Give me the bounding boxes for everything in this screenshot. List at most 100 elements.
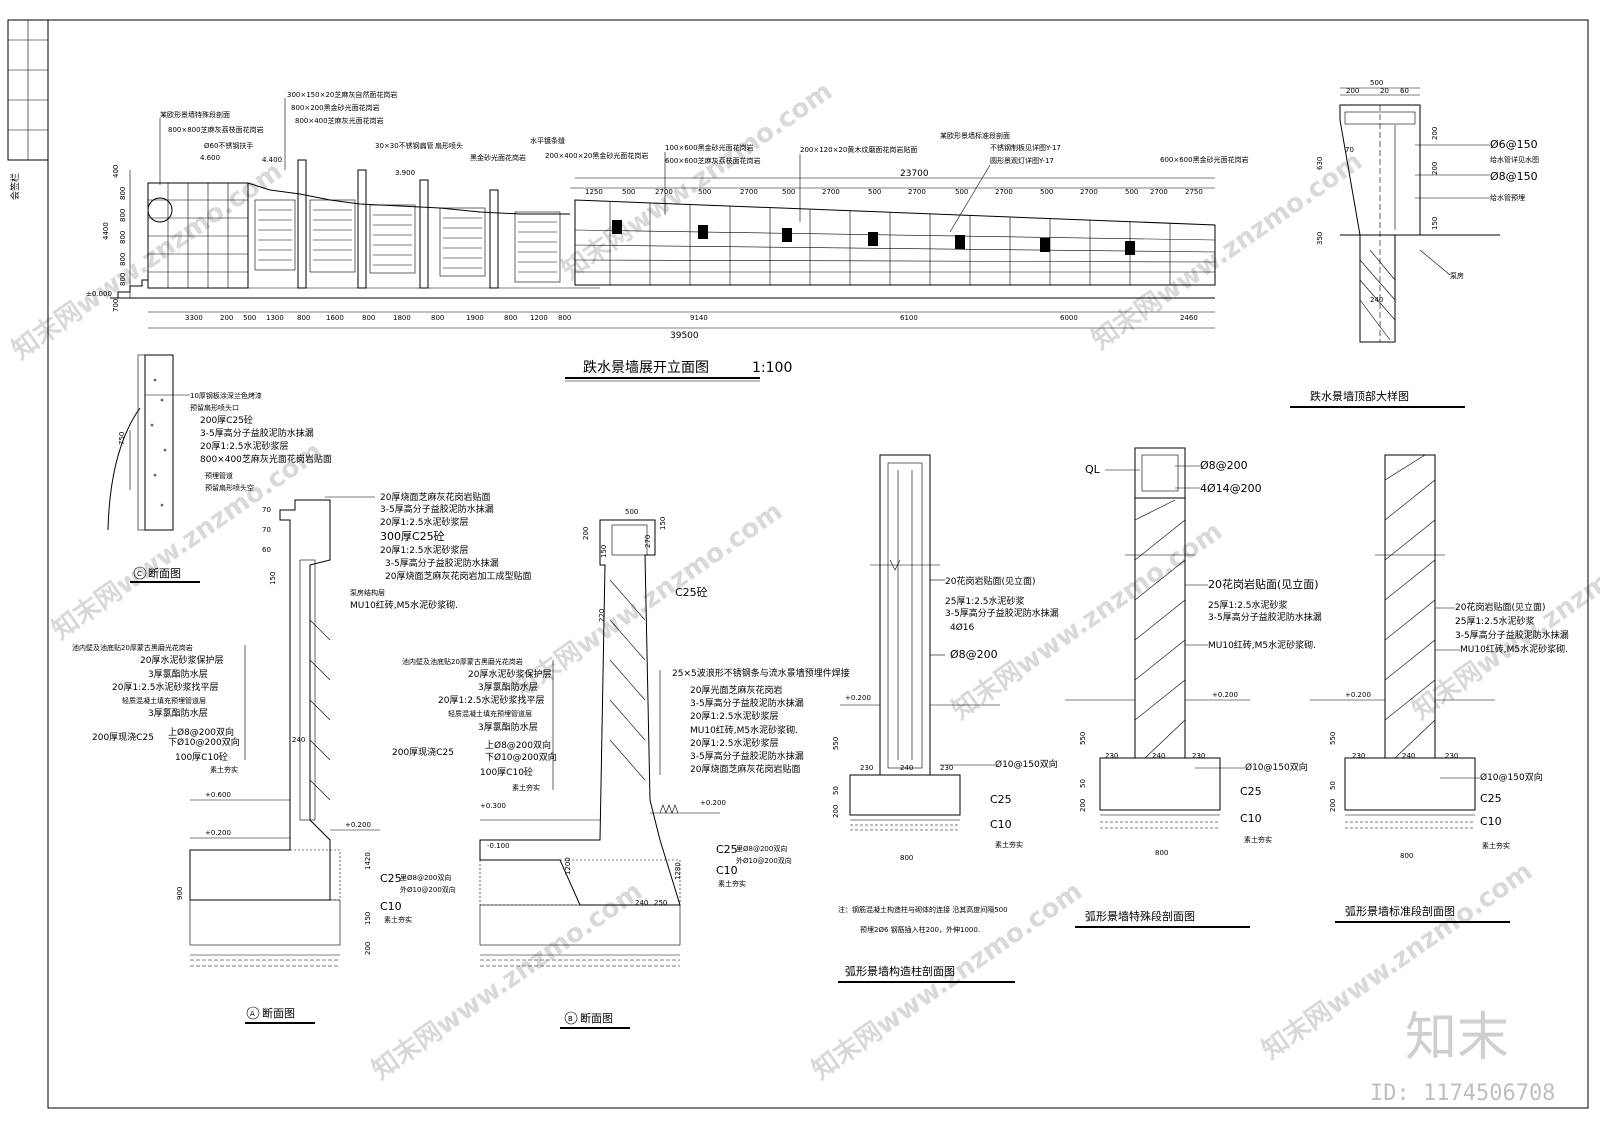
dim-label: 500 — [243, 314, 256, 322]
dim-label: 800 — [558, 314, 571, 322]
standard-section-drawing: 20花岗岩贴面(见立面) 25厚1:2.5水泥砂浆 3-5厚高分子益胶泥防水抹漏… — [1310, 454, 1569, 923]
section-a-title: 断面图 — [262, 1006, 295, 1020]
note: 下Ø10@200双向 — [168, 736, 240, 748]
dim-label: 50 — [1079, 779, 1087, 788]
elevation-title: 跌水景墙展开立面图 — [583, 360, 709, 376]
note: 20厚水泥砂浆保护层 — [468, 668, 551, 680]
note: 3厚氯酯防水层 — [148, 668, 208, 680]
dim-label: 60 — [1400, 87, 1409, 95]
note: C10 — [380, 900, 402, 913]
note: 20厚1:2.5水泥砂浆找平层 — [438, 694, 545, 706]
dim-label: 400 — [112, 165, 120, 178]
standard-section-notes: 20花岗岩贴面(见立面) 25厚1:2.5水泥砂浆 3-5厚高分子益胶泥防水抹漏… — [1435, 601, 1569, 850]
note: 素土夯实 — [995, 840, 1023, 849]
dim-label: 1250 — [585, 188, 603, 196]
dim-label: 230 — [940, 764, 953, 772]
section-c-title: 断面图 — [148, 566, 181, 580]
elevation-notes-right: 100×600黑金砂光面花岗岩 600×600芝麻灰荔枝面花岗岩 200×120… — [664, 131, 1249, 233]
section-c-drawing: 750 10厚钢板涂深兰色烤漆 预留扇形喷头口 200厚C25砼 3-5厚高分子… — [107, 354, 332, 583]
dim-label: 800 — [504, 314, 517, 322]
section-b-notes-left: 池内壁及池底贴20厚蒙古黑磨光花岗岩 20厚水泥砂浆保护层 3厚氯酯防水层 20… — [392, 657, 557, 792]
note: 给水管详见水图 — [1490, 155, 1539, 164]
dim-label: 2700 — [1150, 188, 1168, 196]
note: 里Ø8@200双向 — [736, 844, 787, 853]
dim-label: 500 — [782, 188, 795, 196]
note: 轻质混凝土填充预埋管道层 — [448, 709, 532, 718]
note: 100厚C10砼 — [480, 766, 533, 778]
watermark-layer: 知末网www.znzmo.com 知末网www.znzmo.com 知末网www… — [7, 76, 1600, 1085]
special-section-notes: 20花岗岩贴面(见立面) 25厚1:2.5水泥砂浆 3-5厚高分子益胶泥防水抹漏… — [1185, 577, 1322, 844]
note: 下Ø10@200双向 — [485, 751, 557, 763]
note: Ø8@150 — [1490, 170, 1538, 183]
note: Ø8@200 — [950, 648, 998, 661]
note: 泵房结构层 — [350, 588, 385, 597]
dim-label: 150 — [1431, 217, 1439, 230]
dim-label: 500 — [1370, 79, 1383, 87]
dim-label: 500 — [1040, 188, 1053, 196]
note: 4Ø16 — [950, 622, 975, 633]
elevation-bottom-dims: 3300 200 500 1300 800 1600 800 1800 800 … — [185, 314, 1198, 341]
section-b-drawing: C25砼 25×5波浪形不锈钢条与流水景墙预埋件焊接 20厚光面芝麻灰花岗岩 3… — [392, 508, 850, 1029]
note: 给水管预埋 — [1490, 193, 1525, 202]
watermark-logo: 知末 — [1405, 1008, 1509, 1068]
special-section-title: 弧形景墙特殊段剖面图 — [1085, 909, 1195, 923]
dim-label: 800 — [119, 209, 127, 222]
watermark-text: 知末网www.znzmo.com — [47, 436, 328, 645]
note: 30×30不锈钢扁管 — [375, 141, 434, 150]
note: 800×800芝麻灰荔枝面花岗岩 — [168, 125, 264, 134]
level-label: ±0.000 — [86, 290, 112, 298]
note: 3厚氯酯防水层 — [478, 681, 538, 693]
note: 200厚现浇C25 — [392, 746, 454, 758]
note: 20厚水泥砂浆保护层 — [140, 654, 223, 666]
dim-label: 700 — [112, 299, 120, 312]
column-section-title: 弧形景墙构造柱剖面图 — [845, 964, 955, 978]
dim-label: 550 — [1079, 732, 1087, 745]
dim-label: 500 — [1125, 188, 1138, 196]
dim-label: 1280 — [674, 862, 682, 880]
dim-label: 500 — [955, 188, 968, 196]
top-detail-drawing: 500 200 20 60 630 350 200 200 150 240 70… — [1290, 79, 1539, 408]
note: 上Ø8@200双向 — [168, 726, 234, 738]
note: 800×200黑金砂光面花岗岩 — [291, 103, 380, 112]
note: 25厚1:2.5水泥砂浆 — [1208, 599, 1288, 611]
note: 3厚氯酯防水层 — [148, 707, 208, 719]
dim-label: 800 — [1400, 852, 1413, 860]
note: 3-5厚高分子益胶泥防水抹漏 — [690, 750, 804, 762]
note: 300×150×20芝麻灰自然面花岗岩 — [287, 90, 397, 99]
dim-label: 270 — [644, 535, 652, 548]
note: 20厚1:2.5水泥砂浆层 — [380, 516, 469, 528]
note: 20厚烧面芝麻灰花岗岩贴面 — [690, 763, 800, 775]
note: 600×600黑金砂光面花岗岩 — [1160, 155, 1249, 164]
dim-label: 800 — [362, 314, 375, 322]
note: 3-5厚高分子益胶泥防水抹漏 — [380, 503, 494, 515]
note: 20厚光面芝麻灰花岗岩 — [690, 684, 782, 696]
note: 上Ø8@200双向 — [485, 739, 551, 751]
dim-label: 20 — [1380, 87, 1389, 95]
note: 里Ø8@200双向 — [400, 873, 451, 882]
note: C25砼 — [675, 586, 708, 599]
dim-label: 500 — [868, 188, 881, 196]
note: Ø60不锈钢扶手 — [204, 141, 253, 150]
note: 预留扇形喷头空 — [205, 483, 254, 492]
note: 预留扇形喷头口 — [190, 403, 239, 412]
section-mark: A — [250, 1010, 255, 1018]
note: 素土夯实 — [512, 783, 540, 792]
dim-label: 1300 — [266, 314, 284, 322]
note: 不锈钢制板见详图Y-17 — [990, 143, 1061, 152]
watermark-id: ID: 1174506708 — [1370, 1081, 1555, 1106]
dim-label: 9140 — [690, 314, 708, 322]
dim-label: 550 — [832, 737, 840, 750]
watermark-text: 知末网www.znzmo.com — [557, 76, 838, 285]
note: 20花岗岩贴面(见立面) — [1455, 601, 1545, 613]
ql-label: QL — [1085, 463, 1101, 476]
dim-label: 150 — [600, 545, 608, 558]
note: 3-5厚高分子益胶泥防水抹漏 — [385, 557, 499, 569]
column-note-2: 预埋2Ø6 钢筋插入柱200，外伸1000. — [860, 925, 980, 934]
level-label: +0.200 — [205, 829, 231, 837]
level-label: +0.200 — [700, 799, 726, 807]
dim-label: 70 — [1345, 146, 1354, 154]
note: 10厚钢板涂深兰色烤漆 — [190, 391, 262, 400]
dim-label: 1200 — [530, 314, 548, 322]
note: Ø6@150 — [1490, 138, 1538, 151]
note: C10 — [1480, 815, 1502, 828]
